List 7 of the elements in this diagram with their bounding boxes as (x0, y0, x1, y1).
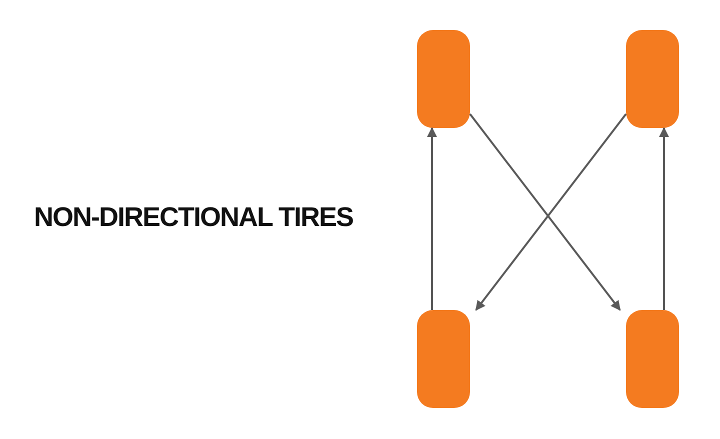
tire-block (626, 30, 679, 128)
arrow (427, 127, 437, 310)
diagram-title: NON-DIRECTIONAL TIRES (34, 202, 354, 233)
arrow (659, 127, 669, 310)
tire-block (417, 30, 470, 128)
tire-block (417, 310, 470, 408)
tire-block (626, 310, 679, 408)
